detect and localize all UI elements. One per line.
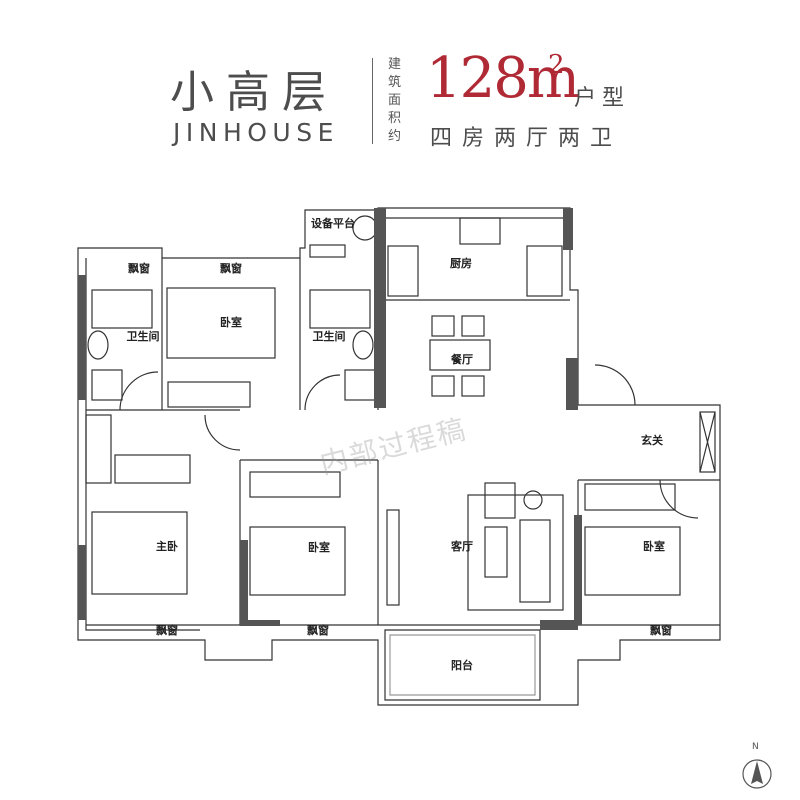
room-bay-window-3: 飘窗: [156, 624, 178, 637]
compass-arrow-icon: [742, 759, 772, 789]
room-balcony: 阳台: [451, 659, 473, 672]
room-bay-window-2: 飘窗: [220, 262, 242, 275]
room-equipment-platform: 设备平台: [311, 217, 355, 230]
header-divider: [372, 58, 373, 144]
room-bathroom-1: 卫生间: [126, 330, 160, 343]
area-unit-sup: 2: [548, 50, 565, 80]
room-bedroom-right: 卧室: [643, 540, 665, 553]
room-bay-window-5: 飘窗: [650, 624, 672, 637]
room-kitchen: 厨房: [450, 257, 472, 270]
room-bathroom-2: 卫生间: [312, 330, 346, 343]
layout-desc: 四房两厅两卫: [430, 126, 623, 151]
area-value: 128m: [426, 46, 580, 111]
room-bedroom-middle: 卧室: [308, 541, 330, 554]
unit-type: 户型: [574, 86, 631, 111]
title-zh: 小高层: [170, 67, 338, 118]
area-label: 建筑面积约: [388, 57, 402, 144]
room-dining: 餐厅: [451, 353, 473, 366]
room-living: 客厅: [451, 540, 473, 553]
north-compass: N: [740, 742, 774, 794]
room-foyer: 玄关: [641, 434, 663, 447]
room-bedroom-top: 卧室: [220, 316, 242, 329]
north-label: N: [752, 742, 759, 752]
room-bay-window-1: 飘窗: [128, 262, 150, 275]
title-en: JINHOUSE: [173, 118, 339, 147]
room-bay-window-4: 飘窗: [307, 624, 329, 637]
room-master-bedroom: 主卧: [156, 540, 178, 553]
